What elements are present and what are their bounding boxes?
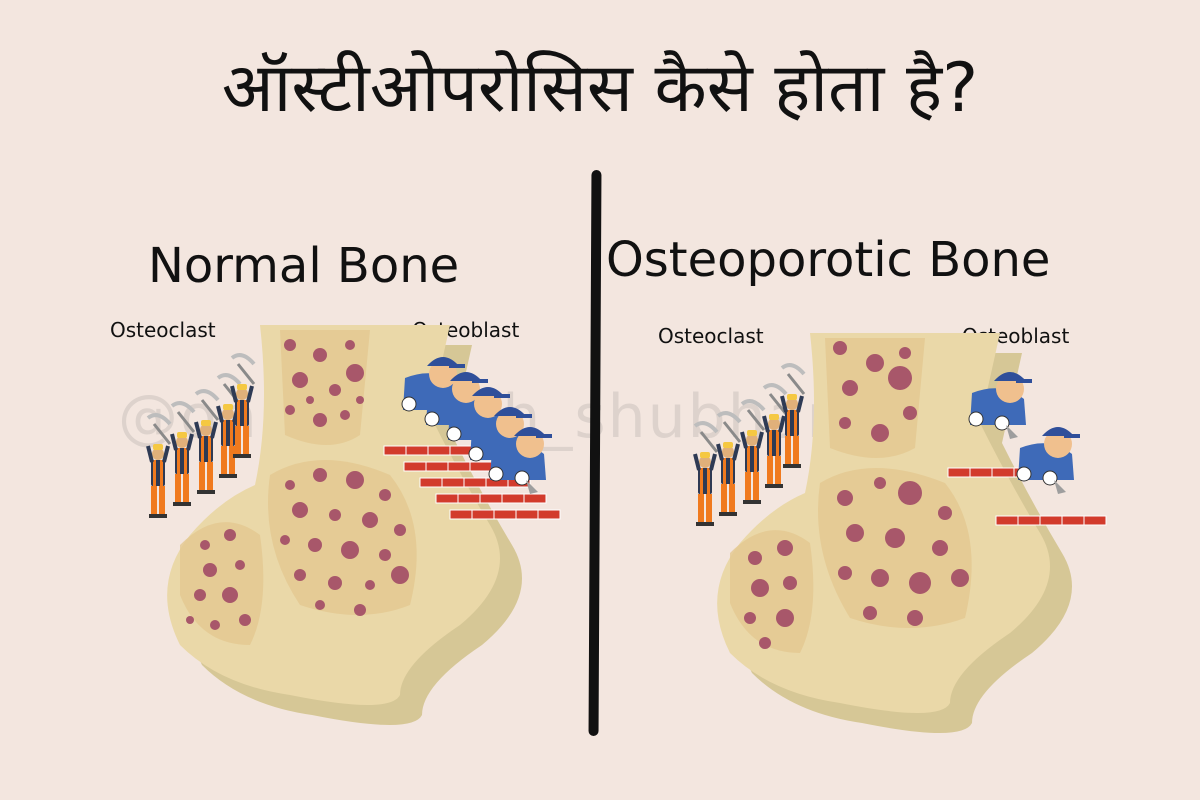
right-osteoclast-label: Osteoclast <box>658 324 764 348</box>
normal-bone <box>167 325 522 725</box>
left-osteoclast-workers <box>146 353 256 520</box>
osteoporotic-bone-heading: Osteoporotic Bone <box>606 232 1051 288</box>
page-title: ऑस्टीओपरोसिस कैसे होता है? <box>221 49 979 128</box>
left-osteoclast-label: Osteoclast <box>110 318 216 342</box>
osteoporotic-bone <box>717 333 1072 733</box>
normal-bone-heading: Normal Bone <box>148 238 460 294</box>
